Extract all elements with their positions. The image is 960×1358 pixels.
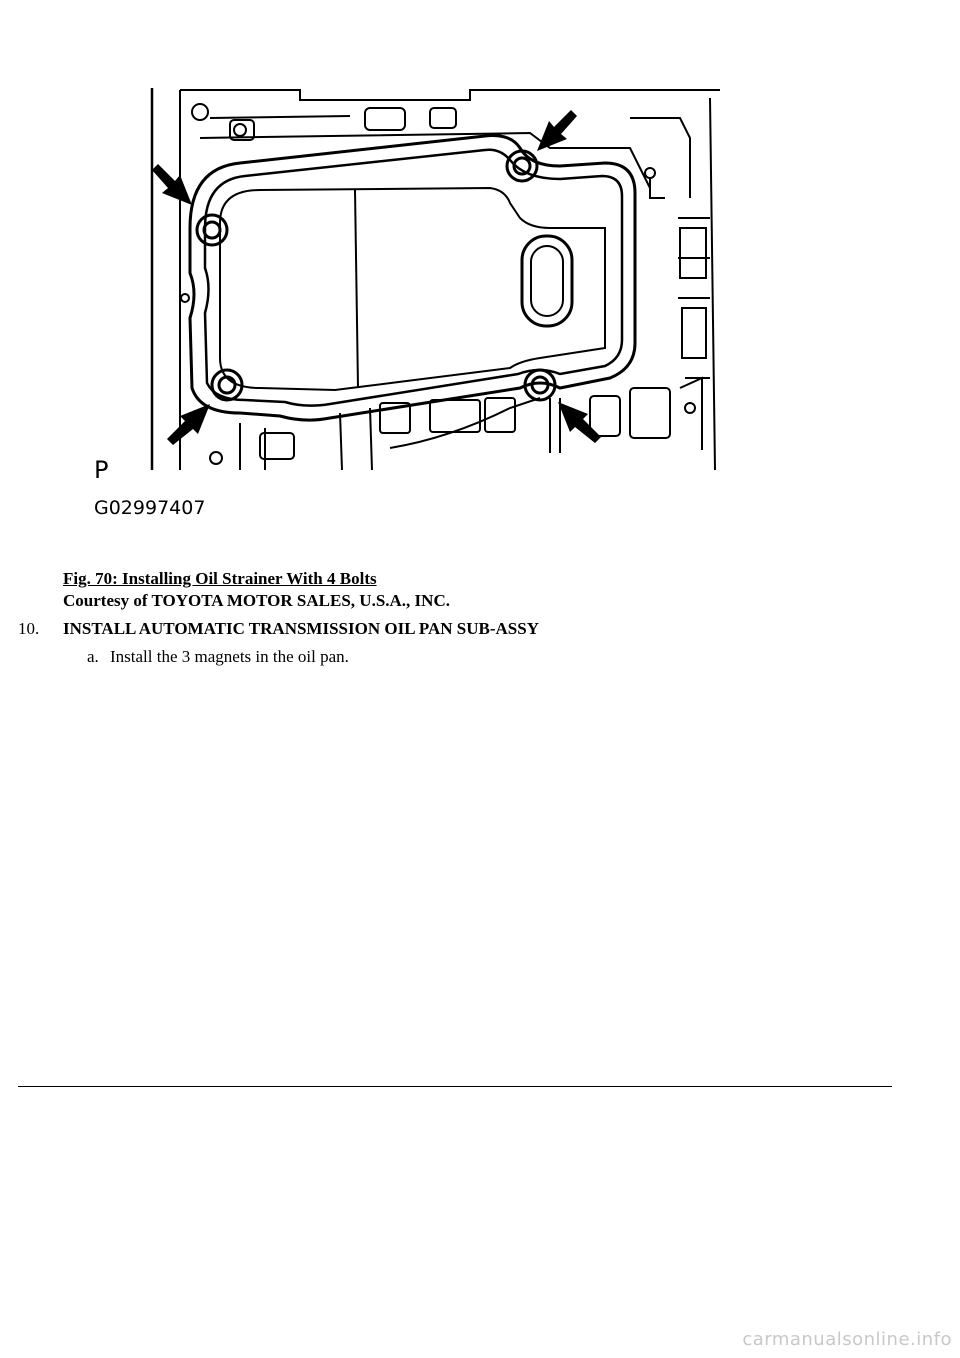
oil-strainer-diagram: P G02997407 [94,88,720,519]
image-code: G02997407 [94,497,205,519]
figure-caption: Fig. 70: Installing Oil Strainer With 4 … [63,568,450,612]
page-divider [18,1086,892,1087]
caption-courtesy: Courtesy of TOYOTA MOTOR SALES, U.S.A., … [63,591,450,610]
substep-a: a. Install the 3 magnets in the oil pan. [87,646,349,668]
substep-letter: a. [87,647,99,666]
oil-strainer-figure: P G02997407 [90,78,730,524]
site-watermark: carmanualsonline.info [742,1329,952,1350]
substep-text: Install the 3 magnets in the oil pan. [110,647,349,666]
corner-letter: P [94,456,108,484]
step-number: 10. [18,619,40,638]
step-10: 10. INSTALL AUTOMATIC TRANSMISSION OIL PA… [18,618,539,640]
step-heading: INSTALL AUTOMATIC TRANSMISSION OIL PAN S… [63,619,539,638]
caption-title: Fig. 70: Installing Oil Strainer With 4 … [63,569,377,588]
